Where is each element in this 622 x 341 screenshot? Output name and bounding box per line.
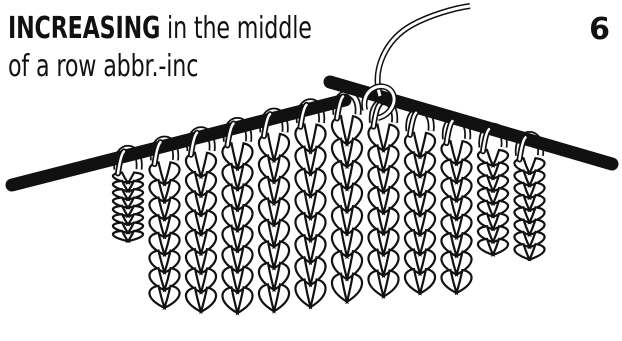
yarn-strand-inner [378,6,470,96]
